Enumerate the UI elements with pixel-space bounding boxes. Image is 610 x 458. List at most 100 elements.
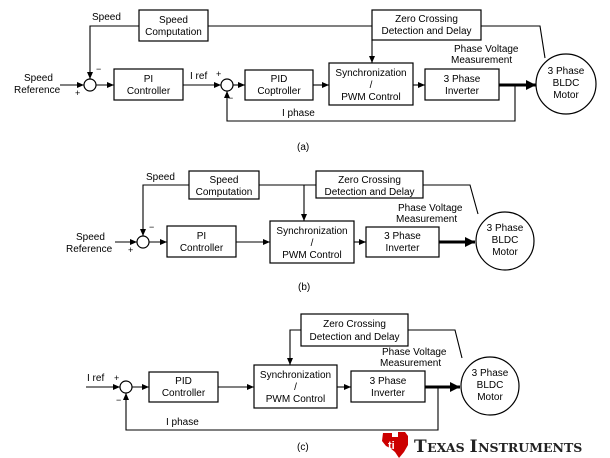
block-label: Motor (477, 392, 503, 403)
block-label: 3 Phase (444, 74, 481, 85)
block-label: / (370, 80, 373, 91)
block-label: Detection and Delay (324, 187, 414, 198)
zero-crossing-block: Zero Crossing Detection and Delay (315, 170, 424, 199)
block-label: BLDC (477, 380, 504, 391)
speed-reference-label: Speed (24, 73, 53, 84)
caption-c: (c) (297, 442, 309, 453)
minus-sign: − (228, 93, 233, 103)
speed-reference-label: Reference (14, 85, 61, 96)
block-label: Zero Crossing (323, 319, 386, 330)
speed-reference-label: Reference (66, 244, 113, 255)
speed-computation-block: Speed Computation (138, 9, 209, 42)
minus-sign: − (96, 64, 101, 74)
block-label: Computation (145, 27, 202, 38)
block-label: PI (197, 231, 206, 242)
sum-junction-current (220, 78, 234, 92)
block-label: PID (271, 74, 288, 85)
block-label: / (294, 382, 297, 393)
plus-sign: + (216, 69, 221, 79)
block-label: Synchronization (335, 68, 406, 79)
diagram-b: Speed Computation Zero Crossing Detectio… (66, 170, 535, 293)
zero-crossing-block: Zero Crossing Detection and Delay (371, 9, 482, 41)
block-label: PWM Control (282, 250, 341, 261)
phase-voltage-label: Phase Voltage (398, 203, 463, 214)
block-label: PWM Control (266, 394, 325, 405)
plus-sign: + (114, 373, 119, 383)
caption-b: (b) (298, 282, 310, 293)
speed-label: Speed (92, 12, 121, 23)
block-label: Detection and Delay (309, 332, 399, 343)
inverter-block: 3 Phase Inverter (365, 226, 440, 258)
motor-circle: 3 Phase BLDC Motor (535, 53, 597, 115)
pid-controller-block: PID Coptroller (244, 69, 314, 101)
i-ref-label: I ref (190, 71, 207, 82)
phase-voltage-label: Phase Voltage (382, 347, 447, 358)
block-label: Synchronization (276, 226, 347, 237)
motor-circle: 3 Phase BLDC Motor (475, 211, 535, 271)
block-label: BLDC (492, 235, 519, 246)
minus-sign: − (116, 395, 121, 405)
block-label: 3 Phase (384, 231, 421, 242)
block-label: Inverter (386, 243, 421, 254)
i-ref-label: I ref (87, 373, 104, 384)
block-label: Speed (210, 175, 239, 186)
block-label: Speed (159, 15, 188, 26)
sync-pwm-block: Synchronization / PWM Control (253, 364, 338, 409)
phase-voltage-label: Measurement (380, 358, 441, 369)
i-phase-label: I phase (166, 417, 199, 428)
block-label: 3 Phase (548, 66, 585, 77)
diagram-c: Zero Crossing Detection and Delay PID Co… (86, 313, 520, 453)
ti-state-icon: ti (382, 432, 408, 458)
block-label: PID (175, 376, 192, 387)
inverter-block: 3 Phase Inverter (350, 370, 426, 403)
speed-computation-block: Speed Computation (188, 170, 260, 200)
block-label: 3 Phase (472, 368, 509, 379)
sum-junction-speed (83, 78, 97, 92)
i-phase-label: I phase (282, 108, 315, 119)
svg-text:ti: ti (388, 440, 395, 452)
plus-sign: + (75, 88, 80, 98)
speed-label: Speed (146, 172, 175, 183)
block-label: Inverter (371, 388, 406, 399)
block-label: Motor (492, 247, 518, 258)
phase-voltage-label: Measurement (396, 214, 457, 225)
inverter-block: 3 Phase Inverter (424, 68, 500, 101)
plus-sign: + (128, 245, 133, 255)
phase-voltage-label: Phase Voltage (454, 44, 519, 55)
minus-sign: − (149, 222, 154, 232)
block-label: BLDC (553, 78, 580, 89)
block-label: 3 Phase (370, 376, 407, 387)
pi-controller-block: PI Controller (113, 68, 184, 101)
pi-controller-block: PI Controller (166, 225, 237, 258)
zero-crossing-block: Zero Crossing Detection and Delay (300, 313, 409, 347)
block-label: Motor (553, 90, 579, 101)
block-label: Controller (127, 86, 171, 97)
sum-junction-speed (136, 235, 150, 249)
block-label: / (311, 238, 314, 249)
block-label: Controller (162, 388, 206, 399)
diagram-a: Speed Computation Zero Crossing Detectio… (14, 9, 597, 153)
block-label: 3 Phase (487, 223, 524, 234)
motor-circle: 3 Phase BLDC Motor (460, 356, 520, 416)
sync-pwm-block: Synchronization / PWM Control (328, 62, 414, 106)
block-label: Zero Crossing (338, 175, 401, 186)
block-label: PWM Control (341, 92, 400, 103)
sync-pwm-block: Synchronization / PWM Control (269, 220, 355, 264)
caption-a: (a) (297, 142, 309, 153)
block-label: Coptroller (257, 86, 301, 97)
pid-controller-block: PID Controller (148, 371, 219, 403)
block-label: Detection and Delay (381, 26, 471, 37)
speed-reference-label: Speed (76, 232, 105, 243)
phase-voltage-label: Measurement (451, 55, 512, 66)
block-label: Zero Crossing (395, 14, 458, 25)
block-label: Controller (180, 243, 224, 254)
sum-junction-current (119, 380, 133, 394)
block-label: Synchronization (260, 370, 331, 381)
block-label: Computation (196, 187, 253, 198)
block-label: PI (144, 74, 153, 85)
block-label: Inverter (445, 86, 480, 97)
